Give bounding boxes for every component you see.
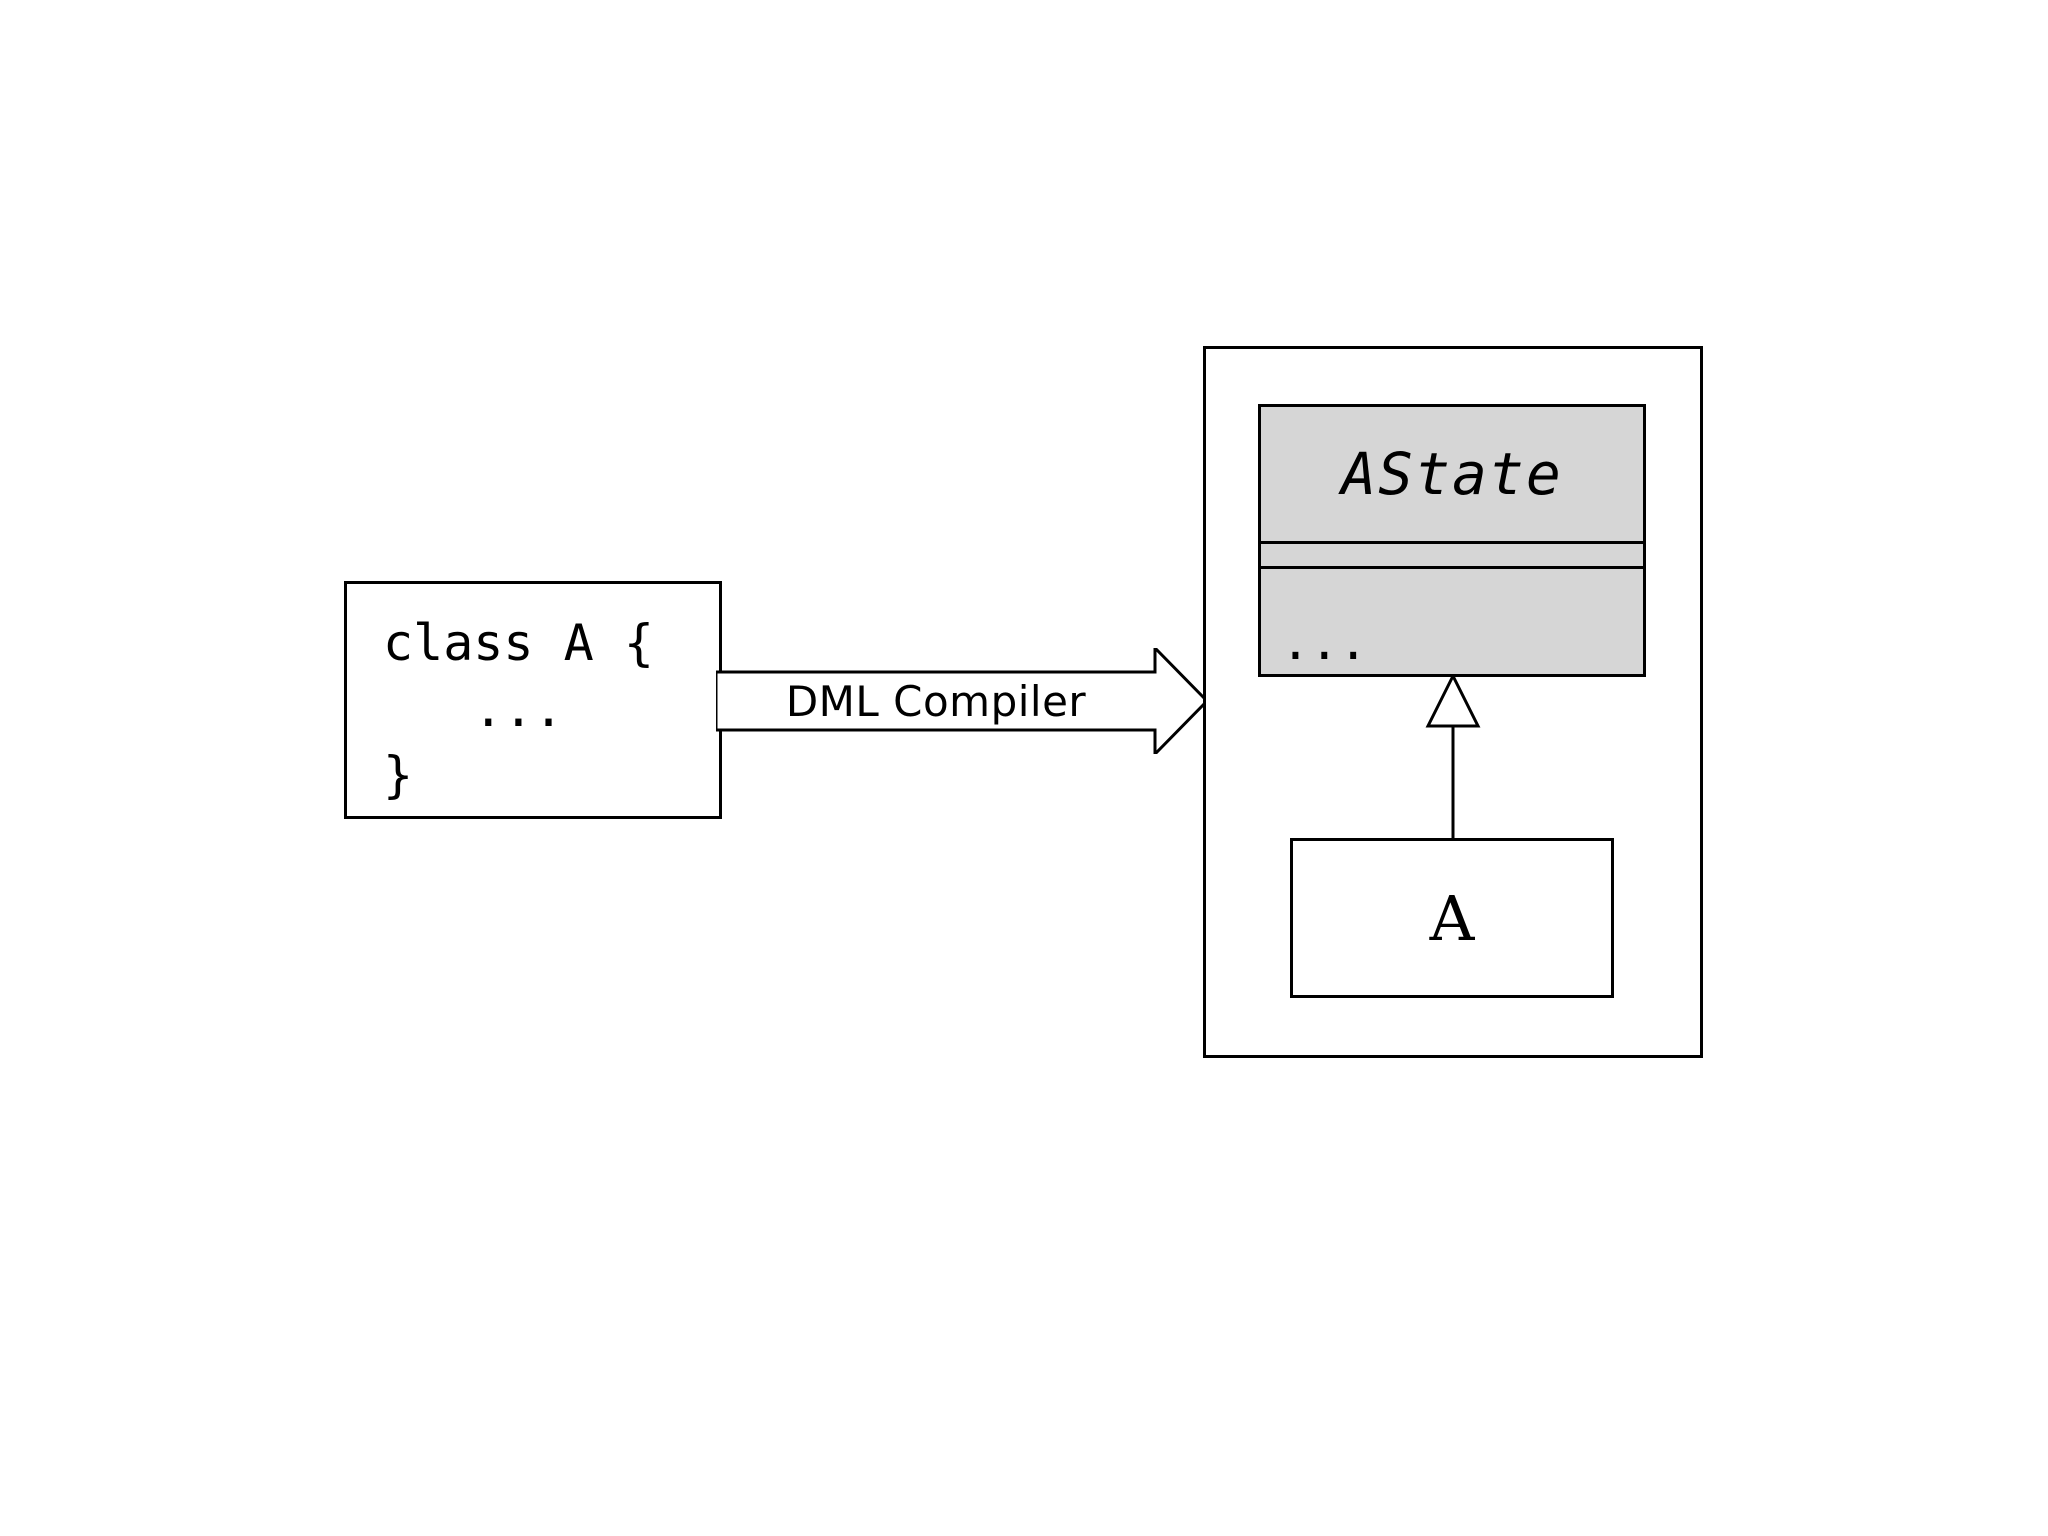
generalization-connector	[1414, 674, 1492, 842]
uml-class-astate-operations: ...	[1281, 615, 1368, 671]
uml-class-a: A	[1290, 838, 1614, 998]
uml-class-astate-operations-compartment: ...	[1261, 569, 1643, 677]
uml-class-astate: AState ...	[1258, 404, 1646, 677]
uml-class-a-name: A	[1429, 881, 1475, 955]
uml-class-astate-name: AState	[1341, 440, 1563, 508]
source-code-text: class A { ... }	[383, 614, 654, 804]
source-code-box: class A { ... }	[344, 581, 722, 819]
uml-class-astate-attributes-compartment	[1261, 544, 1643, 569]
uml-class-astate-name-compartment: AState	[1261, 407, 1643, 544]
hollow-triangle-arrowhead	[1425, 674, 1481, 728]
block-arrow-shape	[716, 648, 1208, 754]
dml-compiler-arrow	[716, 648, 1208, 754]
dml-compiler-arrow-label: DML Compiler	[785, 676, 1087, 726]
